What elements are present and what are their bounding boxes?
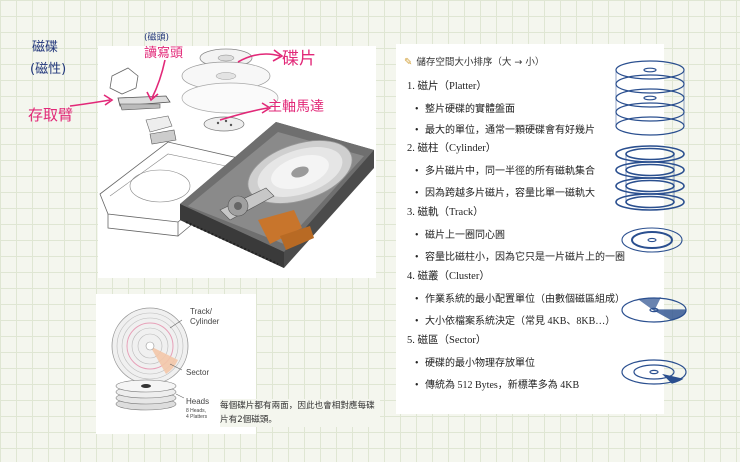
heads-sub-label-1: 8 Heads, [186, 408, 207, 414]
annotation-magnetic-sub: (磁性) [30, 62, 67, 77]
notes-title-text: 儲存空間大小排序（大 → 小） [416, 57, 545, 68]
cylinder-label: Cylinder [190, 317, 220, 326]
annotation-access-arm: 存取臂 [28, 106, 74, 124]
hdd-illustration-panel [98, 46, 376, 278]
annotation-spindle-motor: 主軸馬達 [268, 99, 324, 115]
notes-panel [396, 44, 664, 414]
heads-sub-label-2: 4 Platters [186, 414, 208, 420]
section-5-bullet-1: •硬碟的最小物理存放單位 [415, 358, 535, 369]
diagram-caption: 每個碟片都有兩面，因此也會相對應每碟片有2個磁頭。 [220, 399, 380, 427]
track-sector-diagram-panel [96, 294, 256, 434]
track-sector-diagram [111, 307, 189, 411]
track-label: Track/ [190, 307, 212, 316]
platter-sketch [615, 60, 685, 136]
sector-sketch [621, 359, 687, 385]
annotation-read-write-head: 讀寫頭 [144, 46, 184, 61]
cluster-sketch [621, 297, 687, 323]
section-5-bullet-2: •傳統為 512 Bytes，新標準多為 4KB [415, 380, 580, 391]
section-3-bullet-1: •磁片上一圈同心圓 [415, 230, 505, 241]
cylinder-sketch [615, 145, 685, 211]
section-2-bullet-2: •因為跨越多片磁片，容量比單一磁軌大 [415, 188, 595, 199]
section-3-bullet-2: •容量比磁柱小，因為它只是一片磁片上的一圈 [415, 252, 625, 263]
pencil-icon: ✎ [404, 57, 413, 68]
section-3-heading: 3. 磁軌（Track） [407, 207, 484, 218]
hdd-exploded-illustration [99, 48, 374, 268]
sector-label: Sector [186, 368, 210, 377]
notes-title: ✎儲存空間大小排序（大 → 小） [404, 54, 544, 68]
section-1-bullet-1: •整片硬碟的實體盤面 [415, 104, 515, 115]
section-1-bullet-2: •最大的單位，通常一顆硬碟會有好幾片 [415, 125, 595, 136]
section-4-bullet-1: •作業系統的最小配置單位（由數個磁區組成） [415, 294, 625, 305]
annotation-head-small: (磁頭) [144, 33, 170, 43]
section-4-heading: 4. 磁叢（Cluster） [407, 271, 490, 282]
section-5-heading: 5. 磁區（Sector） [407, 335, 487, 346]
annotation-magnetic: 磁碟 [32, 40, 59, 55]
section-2-bullet-1: •多片磁片中，同一半徑的所有磁軌集合 [415, 166, 595, 177]
track-sketch [621, 227, 683, 253]
section-1-heading: 1. 磁片（Platter） [407, 81, 487, 92]
section-2-heading: 2. 磁柱（Cylinder） [407, 143, 497, 154]
section-4-bullet-2: •大小依檔案系統決定（常見 4KB、8KB…） [415, 316, 616, 327]
heads-label: Heads [186, 397, 210, 406]
annotation-platter: 碟片 [282, 49, 316, 69]
